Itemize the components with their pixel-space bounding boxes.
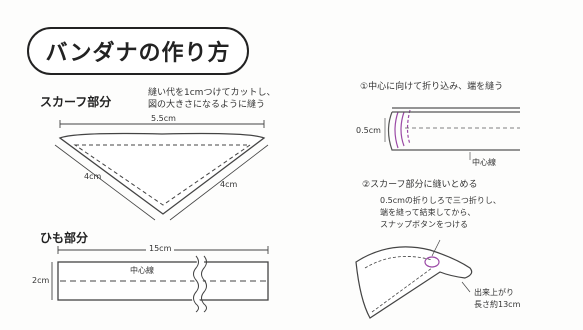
strap-heading: ひも部分: [40, 231, 89, 245]
strap-length-label: 15cm: [146, 244, 175, 254]
finished-line1: 出来上がり: [474, 288, 514, 297]
step2-line3: 端を縫って結束してから、: [380, 208, 476, 217]
scarf-right-side-label: 4cm: [220, 180, 238, 189]
scarf-heading: スカーフ部分: [40, 95, 112, 109]
step2-line1: ②スカーフ部分に縫いとめる: [362, 180, 478, 190]
scarf-note-line2: 図の大きさになるように縫う: [148, 100, 266, 110]
strap-height-label: 2cm: [32, 276, 50, 286]
finished-bandana-diagram: [355, 239, 473, 319]
step1-center-label: 中心線: [472, 158, 496, 167]
step1-measure-label: 0.5cm: [356, 126, 381, 135]
step1-fold-diagram: [384, 107, 520, 160]
scarf-note-line1: 縫い代を1cmつけてカットし、: [148, 88, 276, 98]
scarf-left-side-label: 4cm: [84, 172, 102, 181]
scarf-width-label: 5.5cm: [148, 114, 179, 124]
scarf-triangle-diagram: [54, 120, 269, 221]
strap-diagram: [51, 246, 269, 315]
strap-center-label: 中心線: [130, 266, 154, 275]
title-badge: バンダナの作り方: [27, 27, 249, 75]
finished-line2: 長さ約13cm: [474, 300, 521, 309]
step2-line2: 0.5cmの折りしろで三つ折りし、: [380, 196, 501, 205]
page-title: バンダナの作り方: [45, 41, 231, 66]
step2-line4: スナップボタンをつける: [380, 220, 468, 229]
step1-text: ①中心に向けて折り込み、端を縫う: [360, 82, 504, 92]
